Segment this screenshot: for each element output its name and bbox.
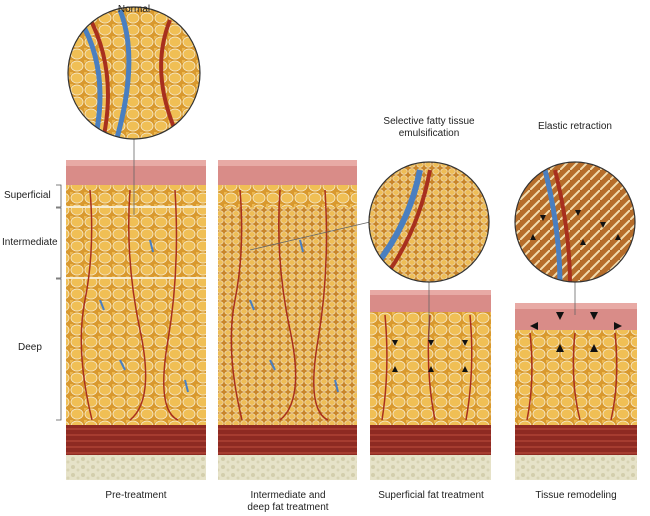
arrow-icons — [392, 340, 468, 372]
layer-intermediate-label: Intermediate — [2, 237, 58, 248]
normal-magnified-circle — [67, 6, 201, 215]
layer-superficial-label: Superficial — [4, 190, 51, 201]
stage-label: Pre-treatment — [105, 490, 167, 501]
intermediate-deep-treatment-block — [218, 160, 357, 480]
normal-label: Normal — [117, 4, 151, 15]
retraction-magnified-circle — [514, 161, 636, 315]
emulsification-magnified-circle — [249, 161, 490, 340]
stage-label: Superficial fat treatment — [378, 490, 484, 501]
superficial-treatment-block — [370, 290, 491, 480]
stage-label: Intermediate and deep fat treatment — [247, 490, 329, 513]
retraction-label: Elastic retraction — [538, 121, 612, 132]
tissue-remodeling-block — [515, 303, 637, 480]
arrow-icons — [530, 312, 622, 352]
layer-deep-label: Deep — [18, 342, 42, 353]
layer-brackets — [56, 184, 62, 421]
pre-treatment-block — [66, 160, 206, 480]
stage-label: Tissue remodeling — [535, 490, 617, 501]
emulsification-label: Selective fatty tissue emulsification — [383, 116, 475, 139]
